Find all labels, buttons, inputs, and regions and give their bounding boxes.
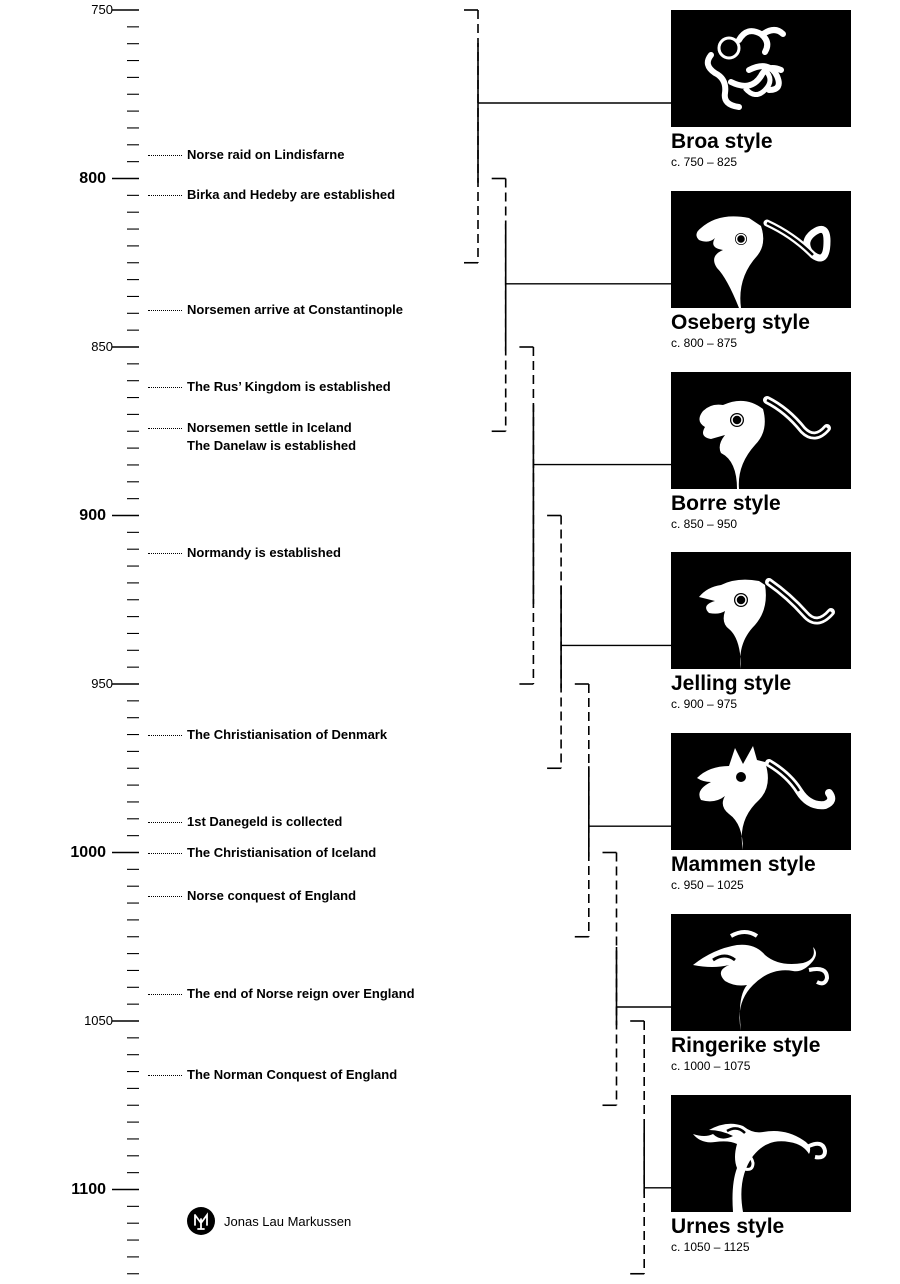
axis-label-1050: 1050: [84, 1013, 113, 1029]
event-label: Norsemen settle in Iceland: [187, 419, 352, 435]
event-leader-dots: [148, 822, 182, 824]
style-span-bracket: [519, 346, 535, 685]
ringerike-beast-icon: [671, 914, 851, 1031]
urnes-beast-icon: [671, 1094, 851, 1212]
event-label: Normandy is established: [187, 544, 341, 560]
style-name: Mammen style: [671, 853, 816, 877]
style-name: Oseberg style: [671, 310, 810, 334]
style-date-range: c. 800 – 875: [671, 335, 738, 350]
borre-beast-icon: [671, 371, 851, 489]
axis-label-950: 950: [91, 676, 113, 692]
style-date-range: c. 900 – 975: [671, 697, 738, 712]
monogram-logo-icon: [187, 1207, 215, 1235]
event-label: The Christianisation of Iceland: [187, 844, 377, 860]
event-leader-dots: [148, 1074, 182, 1076]
axis-label-800: 800: [79, 169, 106, 187]
style-date-range: c. 1050 – 1125: [671, 1239, 750, 1254]
style-span-bracket: [547, 514, 562, 770]
style-name: Broa style: [671, 130, 773, 153]
style-date-range: c. 750 – 825: [671, 155, 738, 169]
style-card-ringerike-style: Ringerike style c. 1000 – 1075: [671, 914, 851, 1073]
style-span-bracket: [491, 177, 507, 433]
axis-label-1100: 1100: [71, 1180, 106, 1198]
event-label: Norse raid on Lindisfarne: [187, 146, 345, 162]
event-leader-dots: [148, 994, 182, 996]
author-name: Jonas Lau Markussen: [224, 1213, 352, 1229]
event-label: The Norman Conquest of England: [187, 1066, 398, 1082]
mammen-beast-icon: [671, 733, 851, 851]
axis-label-900: 900: [79, 506, 106, 524]
style-date-range: c. 1000 – 1075: [671, 1059, 751, 1073]
event-leader-dots: [148, 896, 182, 898]
event-label: The end of Norse reign over England: [187, 986, 415, 1002]
event-label: The Rus’ Kingdom is established: [187, 379, 391, 395]
style-name: Urnes style: [671, 1214, 785, 1238]
event-label: Birka and Hedeby are established: [187, 187, 396, 203]
year-axis: [112, 9, 139, 1275]
style-date-range: c. 850 – 950: [671, 516, 738, 531]
axis-label-850: 850: [91, 339, 113, 355]
jelling-beast-icon: [671, 552, 851, 670]
style-span-bracket: [602, 851, 618, 1107]
event-label: The Christianisation of Denmark: [187, 726, 388, 742]
event-leader-dots: [148, 309, 182, 311]
style-card-broa-style: Broa style c. 750 – 825: [671, 10, 851, 169]
event-leader-dots: [148, 427, 182, 429]
axis-label-1000: 1000: [70, 843, 106, 861]
style-span-bracket: [464, 9, 479, 264]
event-leader-dots: [148, 154, 182, 156]
event-label: Norsemen arrive at Constantinople: [187, 301, 403, 317]
axis-label-750: 750: [91, 2, 113, 18]
event-leader-dots: [148, 852, 182, 854]
oseberg-beast-icon: [671, 190, 851, 308]
style-name: Ringerike style: [671, 1034, 821, 1057]
style-brackets: [464, 9, 671, 1275]
event-leader-dots: [148, 195, 182, 197]
event-leader-dots: [148, 387, 182, 389]
event-label: Norse conquest of England: [187, 888, 357, 904]
style-name: Borre style: [671, 491, 781, 515]
style-name: Jelling style: [671, 672, 792, 696]
event-leader-dots: [148, 734, 182, 736]
event-label: 1st Danegeld is collected: [187, 814, 343, 830]
style-span-bracket: [630, 1020, 646, 1275]
style-date-range: c. 950 – 1025: [671, 878, 744, 893]
broa-beast-icon: [671, 10, 851, 127]
event-label-secondary: The Danelaw is established: [187, 437, 357, 453]
event-leader-dots: [148, 552, 182, 554]
style-span-bracket: [574, 683, 590, 938]
author-credit: Jonas Lau Markussen: [187, 1207, 351, 1235]
